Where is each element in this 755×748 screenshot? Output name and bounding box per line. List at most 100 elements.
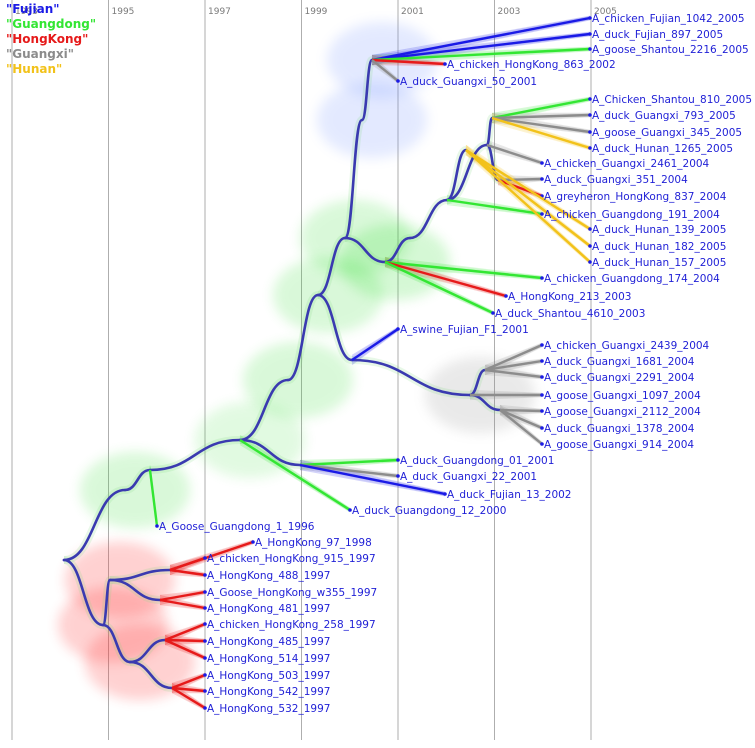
tip-label: A_HongKong_542_1997	[207, 686, 330, 698]
tip-node	[203, 556, 207, 560]
tip-node	[396, 474, 400, 478]
tip-branch	[465, 148, 591, 231]
tree-branch	[101, 623, 132, 664]
tip-label: A_HongKong_488_1997	[207, 570, 330, 582]
tip-label: A_duck_Hunan_182_2005	[592, 241, 726, 253]
tree-branch	[408, 198, 449, 240]
tree-branch	[445, 143, 489, 202]
tip-node	[540, 177, 544, 181]
tip-branch	[371, 58, 446, 66]
tip-label: A_duck_Guangdong_12_2000	[352, 505, 506, 517]
tree-branch	[128, 660, 174, 690]
tip-label: A_HongKong_532_1997	[207, 703, 330, 715]
tree-branch	[316, 236, 347, 297]
tip-branch	[491, 116, 591, 150]
tip-label: A_duck_Guangxi_1378_2004	[544, 423, 695, 435]
tree-branch	[350, 358, 472, 397]
tip-branch	[371, 32, 591, 62]
tip-node	[203, 573, 207, 577]
tip-node	[588, 244, 592, 248]
tip-node	[540, 409, 544, 413]
consensus-tree-backbone	[62, 16, 592, 710]
year-label-2003: 2003	[498, 7, 521, 17]
tip-branch	[371, 16, 591, 62]
tip-node	[203, 706, 207, 710]
tip-branch	[465, 149, 591, 247]
tip-node	[540, 375, 544, 379]
tip-label: A_HongKong_485_1997	[207, 636, 330, 648]
tree-branch	[360, 58, 374, 122]
tip-node	[348, 508, 352, 512]
tip-label: A_duck_Guangxi_22_2001	[400, 471, 537, 483]
tree-branch	[343, 236, 387, 264]
tip-label: A_goose_Guangxi_345_2005	[592, 127, 742, 139]
tip-branch	[171, 686, 206, 710]
tip-node	[588, 260, 592, 264]
tip-node	[396, 79, 400, 83]
tip-label: A_duck_Guangxi_50_2001	[400, 76, 537, 88]
tip-branch	[171, 673, 206, 690]
tip-label: A_chicken_Guangxi_2461_2004	[544, 158, 710, 170]
tip-node	[203, 622, 207, 626]
tip-branch	[351, 328, 399, 361]
tip-branch	[299, 458, 399, 467]
tip-branch	[491, 97, 591, 120]
tip-branch	[171, 686, 206, 693]
tip-label: A_chicken_HongKong_863_2002	[447, 59, 616, 71]
tip-branch	[484, 343, 543, 372]
tip-label: A_chicken_Fujian_1042_2005	[592, 13, 745, 25]
tip-branch	[484, 368, 543, 379]
legend-entry-guangxi: "Guangxi"	[6, 47, 74, 61]
tip-node	[491, 311, 495, 315]
tip-label: A_HongKong_481_1997	[207, 603, 330, 615]
tree-branch	[343, 118, 364, 240]
tip-node	[540, 426, 544, 430]
tip-node	[540, 343, 544, 347]
year-label-2001: 2001	[401, 7, 424, 17]
tip-branch	[371, 59, 399, 82]
tree-branch	[286, 293, 320, 382]
tip-node	[588, 146, 592, 150]
tip-label: A_Goose_Guangdong_1_1996	[159, 521, 315, 533]
tree-branch	[316, 293, 354, 362]
tip-branch	[384, 260, 494, 315]
tip-node	[504, 294, 508, 298]
legend-entry-hunan: "Hunan"	[6, 62, 63, 76]
legend-entry-guangdong: "Guangdong"	[6, 17, 97, 31]
tree-branch	[62, 558, 105, 627]
tip-label: A_duck_Guangxi_1681_2004	[544, 356, 695, 368]
tip-node	[588, 32, 592, 36]
tip-branch	[384, 260, 507, 298]
tree-branch	[108, 578, 162, 602]
tip-node	[203, 656, 207, 660]
tip-label: A_Goose_HongKong_w355_1997	[207, 587, 377, 599]
tree-branch	[62, 488, 127, 562]
tip-label: A_HongKong_213_2003	[508, 291, 631, 303]
region-legend: "Fujian" "Guangdong" "HongKong" "Guangxi…	[6, 2, 96, 77]
tip-label: A_chicken_Guangxi_2439_2004	[544, 340, 710, 352]
tip-branch	[491, 113, 591, 120]
tip-node	[540, 276, 544, 280]
tip-label: A_duck_Guangxi_793_2005	[592, 110, 736, 122]
legend-entry-fujian: "Fujian"	[6, 2, 60, 16]
tree-branch	[148, 438, 242, 472]
tip-label: A_duck_Hunan_139_2005	[592, 224, 726, 236]
tip-label: A_Chicken_Shantou_810_2005	[592, 94, 752, 106]
tip-label: A_duck_Shantou_4610_2003	[495, 308, 645, 320]
taxon-labels: A_chicken_Fujian_1042_2005A_duck_Fujian_…	[159, 13, 752, 715]
tip-node	[203, 639, 207, 643]
tip-node	[588, 227, 592, 231]
year-label-1999: 1999	[305, 7, 328, 17]
tip-node	[540, 359, 544, 363]
tip-node	[588, 130, 592, 134]
tip-branch	[371, 47, 591, 62]
tip-label: A_goose_Guangxi_914_2004	[544, 439, 694, 451]
tip-node	[203, 590, 207, 594]
tip-branch	[499, 408, 543, 413]
tree-branch	[123, 468, 152, 492]
tip-node	[203, 673, 207, 677]
legend-entry-hongkong: "HongKong"	[6, 32, 89, 46]
tip-branch	[239, 438, 351, 512]
tip-label: A_duck_Guangdong_01_2001	[400, 455, 554, 467]
tip-branch	[164, 622, 206, 642]
